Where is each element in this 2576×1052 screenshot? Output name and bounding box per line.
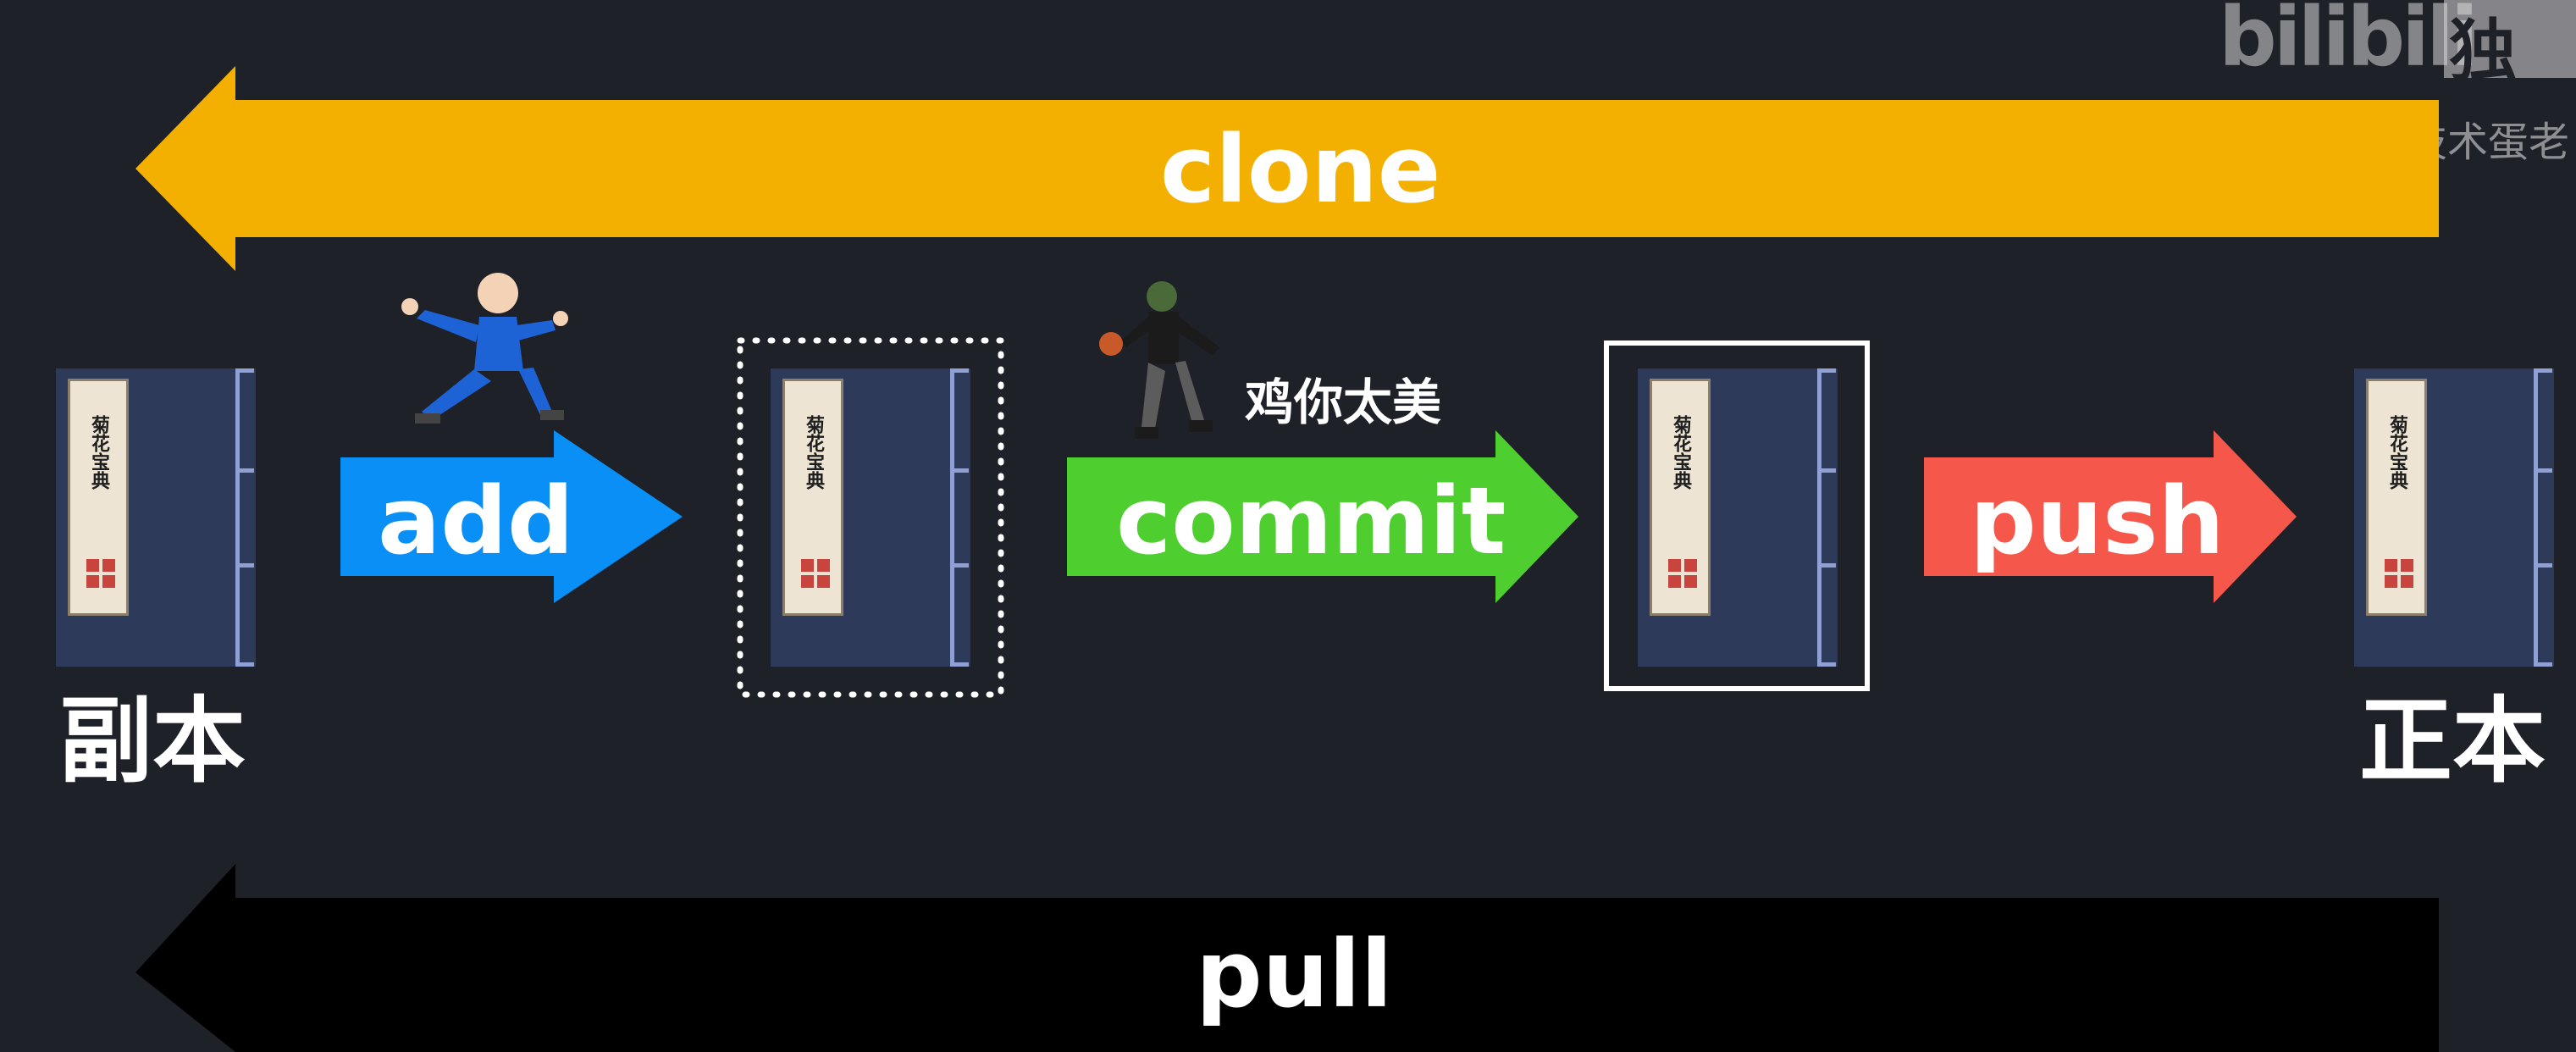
remote-book: 菊花宝典 bbox=[2354, 368, 2554, 667]
caption-text: 鸡你太美 bbox=[1245, 374, 1442, 431]
book-title: 菊花宝典 bbox=[1670, 415, 1691, 490]
exclusive-badge bbox=[2444, 0, 2576, 78]
local-repo-box bbox=[1604, 341, 1870, 691]
clone-arrow bbox=[135, 66, 2439, 271]
push-label: push bbox=[1970, 467, 2225, 575]
clone-label: clone bbox=[1160, 115, 1441, 224]
committed-book: 菊花宝典 bbox=[1638, 368, 1838, 667]
local-copy-label: 副本 bbox=[59, 687, 246, 795]
book-label: 菊花宝典 bbox=[68, 379, 129, 616]
seal-icon bbox=[801, 559, 830, 588]
basketball-player-icon bbox=[1099, 281, 1219, 439]
book-spine bbox=[945, 368, 970, 667]
add-label: add bbox=[378, 467, 574, 575]
commit-arrow bbox=[1067, 430, 1578, 603]
book-spine bbox=[1812, 368, 1838, 667]
exclusive-badge-text: 独家 bbox=[2449, 12, 2517, 189]
push-arrow bbox=[1924, 430, 2297, 603]
commit-label: commit bbox=[1116, 467, 1506, 575]
seal-icon bbox=[1668, 559, 1697, 588]
seal-icon bbox=[86, 559, 115, 588]
pull-arrow bbox=[135, 864, 2439, 1052]
bilibili-logo-text: bilibili bbox=[2219, 0, 2479, 85]
remote-original-label: 正本 bbox=[2359, 687, 2546, 795]
local-book: 菊花宝典 bbox=[56, 368, 256, 667]
bilibili-logo: bilibili 独家 bbox=[2210, 0, 2576, 189]
kungfu-figure-icon bbox=[401, 273, 568, 424]
book-label: 菊花宝典 bbox=[782, 379, 843, 616]
book-spine bbox=[230, 368, 256, 667]
staging-area-box bbox=[737, 337, 1004, 698]
book-label: 菊花宝典 bbox=[1650, 379, 1711, 616]
book-title: 菊花宝典 bbox=[2386, 415, 2407, 490]
add-arrow bbox=[340, 430, 683, 603]
book-label: 菊花宝典 bbox=[2366, 379, 2427, 616]
staged-book: 菊花宝典 bbox=[771, 368, 970, 667]
book-title: 菊花宝典 bbox=[803, 415, 824, 490]
seal-icon bbox=[2385, 559, 2413, 588]
book-spine bbox=[2529, 368, 2554, 667]
pull-label: pull bbox=[1196, 920, 1393, 1028]
book-title: 菊花宝典 bbox=[88, 415, 109, 490]
